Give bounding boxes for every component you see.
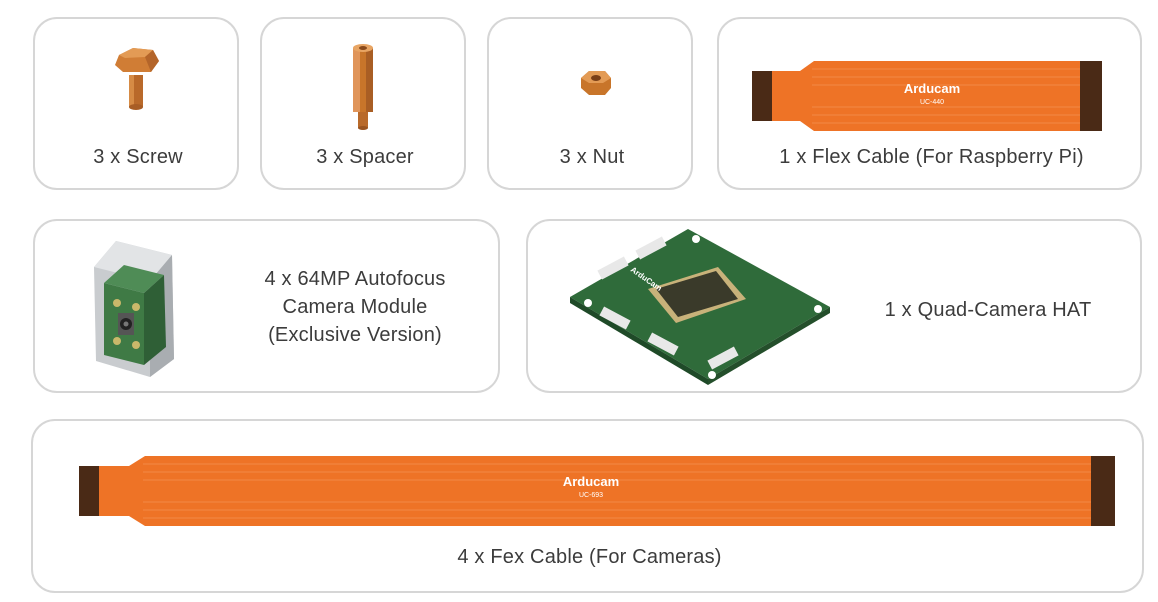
camera-module-icon: [94, 241, 174, 377]
flex-cable-icon: [752, 61, 1102, 131]
flex-cable-icon: [79, 456, 1115, 526]
label-line: 4 x 64MP Autofocus: [264, 268, 446, 290]
item-card-spacer: 3 x Spacer: [260, 17, 466, 190]
item-card-flex-cable-cameras: Arducam UC-693 4 x Fex Cable (For Camera…: [31, 419, 1144, 593]
screw-icon: [115, 48, 159, 110]
item-label: 3 x Nut: [559, 146, 625, 168]
item-card-quad-camera-hat: ArduCam 1 x Quad-Camera HAT: [526, 219, 1142, 393]
cable-brand: Arducam: [903, 81, 961, 96]
item-label-camera-module: 4 x 64MP Autofocus Camera Module (Exclus…: [225, 265, 485, 349]
nut-icon: [581, 71, 611, 95]
spacer-icon: [353, 44, 373, 130]
cable-model: UC-440: [919, 99, 945, 106]
item-label: 1 x Quad-Camera HAT: [884, 299, 1092, 321]
item-label: 3 x Screw: [93, 146, 183, 168]
label-line: Camera Module: [282, 296, 428, 318]
item-card-camera-module: 4 x 64MP Autofocus Camera Module (Exclus…: [33, 219, 500, 393]
item-card-nut: 3 x Nut: [487, 17, 693, 190]
cable-model: UC-693: [578, 492, 604, 499]
label-line: (Exclusive Version): [268, 324, 442, 346]
item-label: 3 x Spacer: [316, 146, 414, 168]
item-card-screw: 3 x Screw: [33, 17, 239, 190]
item-label: 1 x Flex Cable (For Raspberry Pi): [779, 146, 1084, 168]
cable-brand: Arducam: [562, 474, 620, 489]
item-label: 4 x Fex Cable (For Cameras): [457, 546, 722, 568]
item-card-flex-cable-raspberry-pi: Arducam UC-440 1 x Flex Cable (For Raspb…: [717, 17, 1142, 190]
quad-camera-hat-icon: [570, 229, 830, 385]
